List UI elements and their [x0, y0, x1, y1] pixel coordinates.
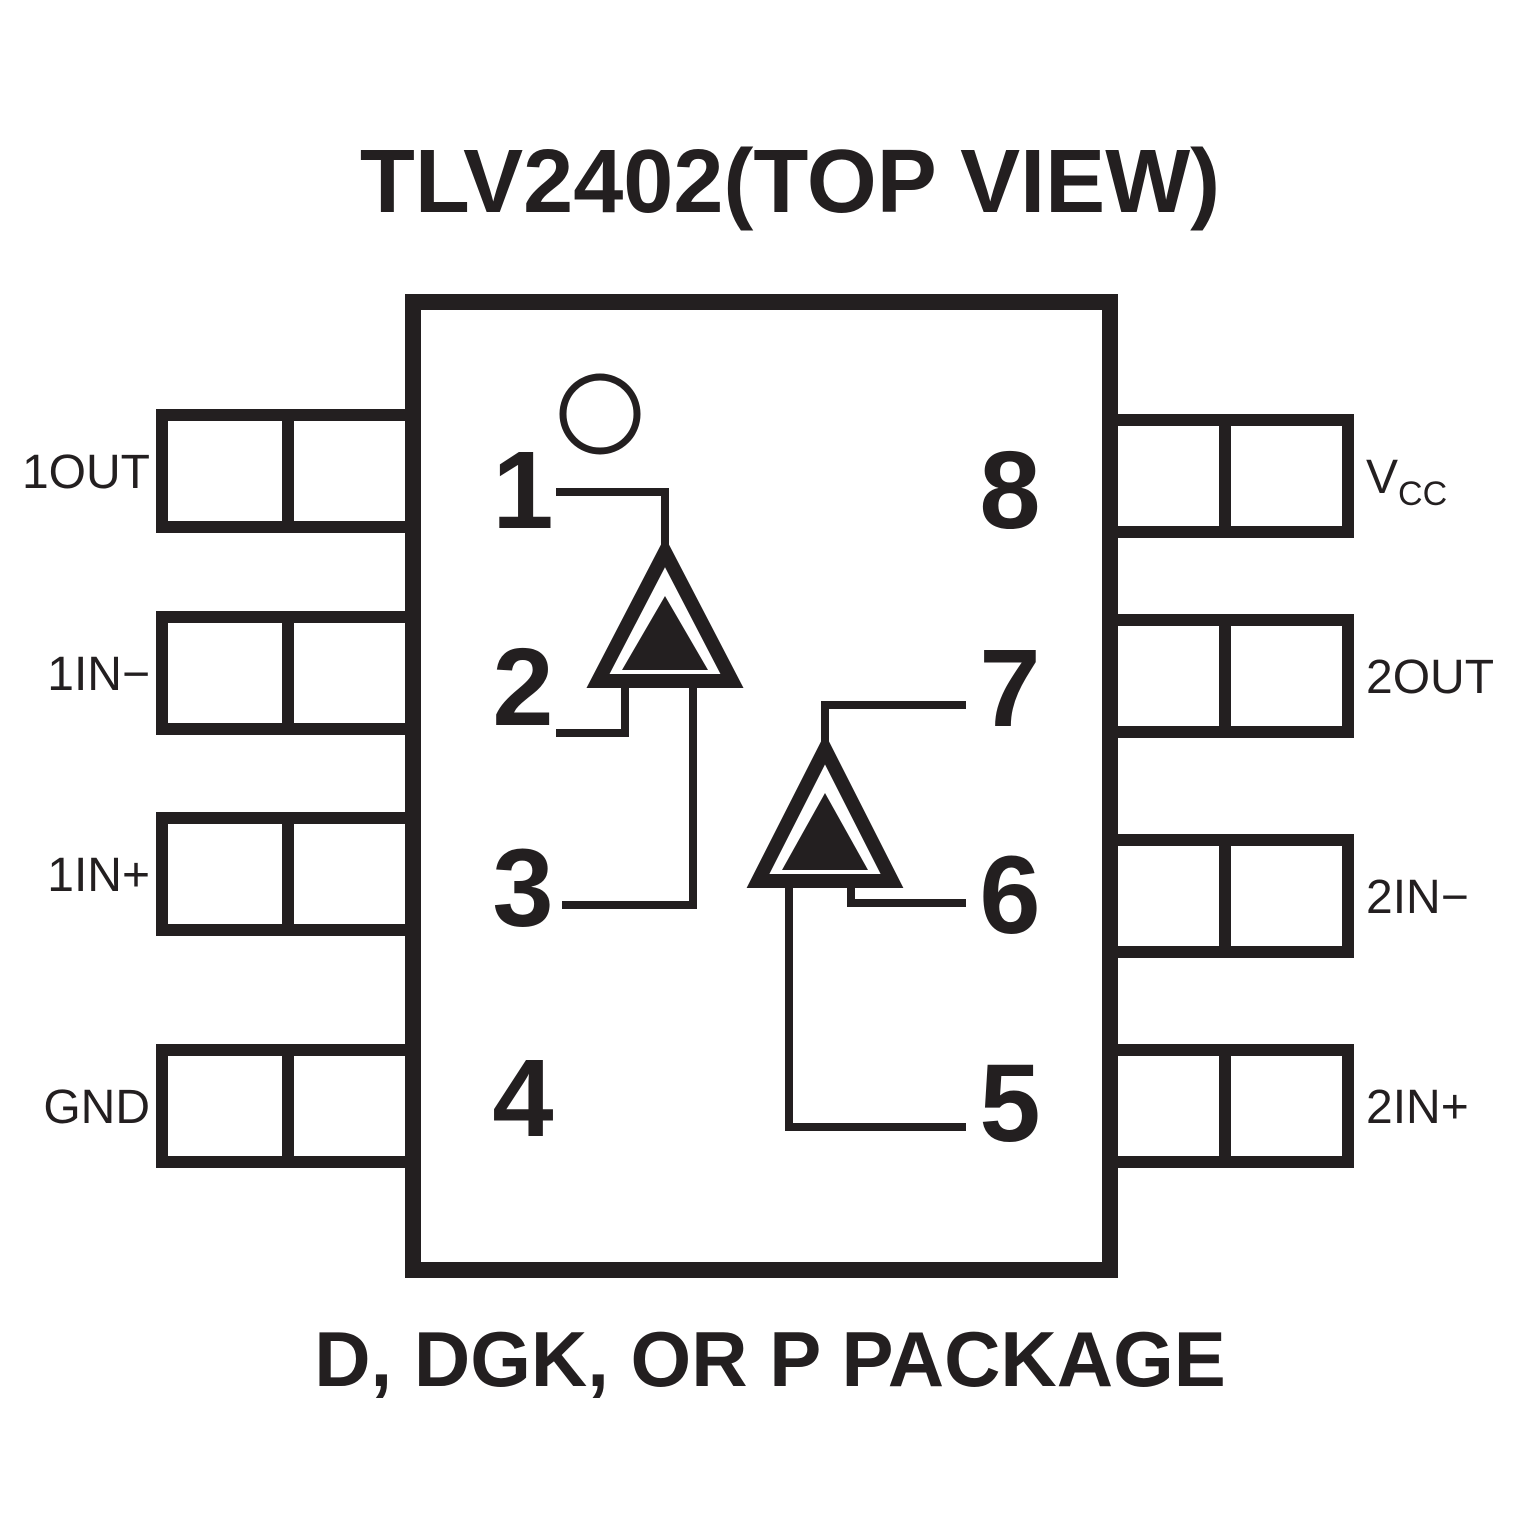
diagram-title: TLV2402(TOP VIEW) — [360, 132, 1220, 232]
pin-label-vcc: VCC — [1366, 451, 1447, 513]
pin-number-8: 8 — [979, 429, 1040, 552]
pin-number-3: 3 — [492, 827, 553, 950]
opamp-triangle-inner-icon — [782, 793, 868, 870]
pin-label-1in-minus: 1IN− — [47, 648, 150, 701]
index-marker-circle — [559, 373, 641, 455]
opamp-1-symbol — [556, 488, 744, 909]
pin-label-2out: 2OUT — [1366, 651, 1494, 704]
pin-lead-left-3: 1IN+ — [47, 812, 421, 936]
pin-label-1in-plus: 1IN+ — [47, 849, 150, 902]
opamp1-pin3-trace — [562, 678, 697, 909]
pin-lead-right-7: 2OUT — [1102, 614, 1494, 738]
pin-lead-left-4: GND — [43, 1044, 421, 1168]
pin-lead-left-2: 1IN− — [47, 611, 421, 735]
opamp2-pin7-trace — [821, 701, 966, 752]
pin-lead-right-8: VCC — [1102, 414, 1447, 538]
pin-number-6: 6 — [979, 834, 1040, 957]
package-label: D, DGK, OR P PACKAGE — [314, 1315, 1226, 1403]
pin-number-4: 4 — [492, 1037, 553, 1160]
pin-number-5: 5 — [979, 1042, 1040, 1165]
pin-label-gnd: GND — [43, 1081, 150, 1134]
pin-lead-right-6: 2IN− — [1102, 834, 1469, 958]
pin-label-2in-minus: 2IN− — [1366, 871, 1469, 924]
ic-body — [405, 294, 1118, 1278]
pin-number-2: 2 — [492, 626, 553, 749]
opamp1-pin2-trace — [556, 678, 629, 737]
pin-label-vcc-main: V — [1366, 451, 1398, 504]
pin-lead-right-5: 2IN+ — [1102, 1044, 1469, 1168]
pin-label-vcc-sub: CC — [1398, 475, 1447, 513]
pin-number-7: 7 — [979, 627, 1040, 750]
pin-lead-left-1: 1OUT — [22, 409, 421, 533]
pin-label-2in-plus: 2IN+ — [1366, 1081, 1469, 1134]
opamp2-pin5-trace — [785, 878, 966, 1131]
opamp-triangle-inner-icon — [622, 596, 708, 670]
pin-number-1: 1 — [492, 429, 553, 552]
opamp-2-symbol — [746, 701, 966, 1131]
opamp1-pin1-trace — [556, 488, 669, 548]
pin-label-1out: 1OUT — [22, 446, 150, 499]
